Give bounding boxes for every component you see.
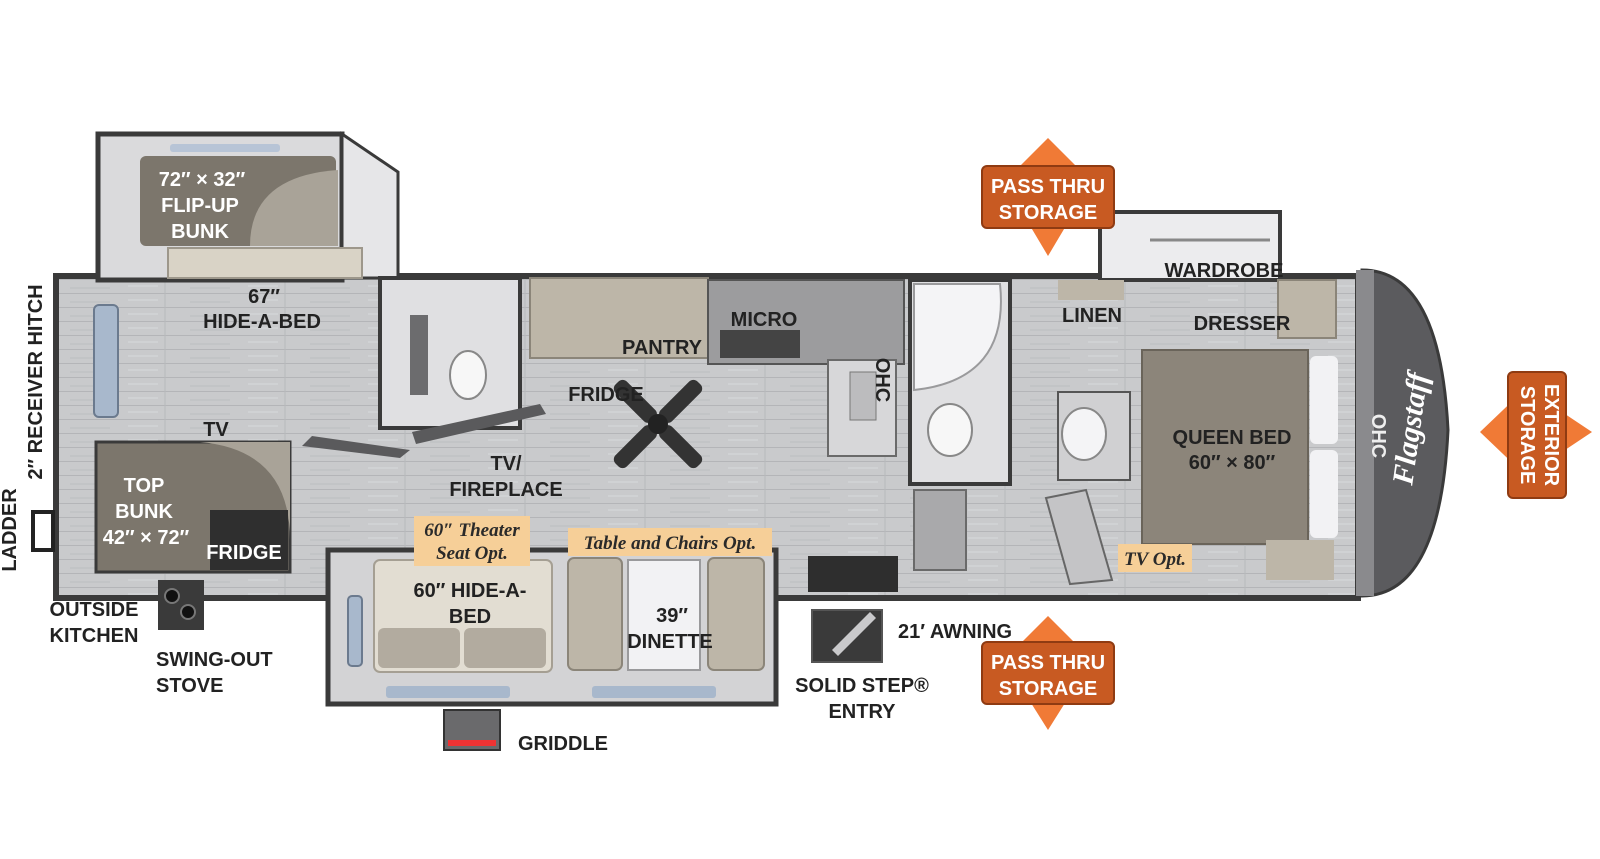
pillow-bottom — [1310, 450, 1338, 538]
slideout-window — [347, 595, 363, 667]
swing-out-stove — [158, 580, 204, 630]
dinette-bench-left — [567, 557, 623, 671]
top-bunk-curve — [200, 442, 290, 540]
theater-seat-label-2: Seat Opt. — [436, 543, 508, 564]
awning-label: 21′ AWNING — [898, 621, 1012, 643]
queen-bed-label-2: 60″ × 80″ — [1189, 452, 1276, 474]
linen-label: LINEN — [1062, 305, 1122, 327]
shower — [913, 283, 1002, 392]
hide-a-bed-60-label-1: 60″ HIDE-A- — [414, 580, 527, 602]
dinette-table — [627, 559, 701, 671]
bedroom-door — [1044, 488, 1114, 586]
entry — [808, 556, 898, 663]
front-toilet — [927, 403, 973, 457]
slideout-window-bottom-right — [592, 686, 716, 698]
pantry-label: PANTRY — [622, 337, 703, 359]
entry-step-box — [808, 556, 898, 592]
rear-toilet — [449, 350, 487, 400]
sofa-67 — [167, 247, 363, 279]
pass-thru-top-label-2: STORAGE — [999, 202, 1098, 224]
tv-option-box — [1118, 544, 1192, 572]
tv-fireplace-label-2: FIREPLACE — [449, 479, 562, 501]
bedroom — [1058, 210, 1338, 580]
linen-cabinet — [1058, 280, 1124, 300]
front-cap-shape — [1360, 268, 1450, 598]
dresser-label: DRESSER — [1194, 313, 1291, 335]
receiver-hitch-label: 2″ RECEIVER HITCH — [25, 284, 47, 479]
window-top — [170, 144, 280, 152]
living-slideout — [325, 547, 779, 751]
exterior-storage-label-1: EXTERIOR — [1540, 384, 1562, 487]
top-bunk-label-3: 42″ × 72″ — [103, 527, 190, 549]
queen-bed-label-1: QUEEN BED — [1173, 427, 1292, 449]
swing-out-stove-label-1: SWING-OUT — [156, 649, 273, 671]
sink — [1061, 407, 1107, 461]
pillow-top — [1310, 356, 1338, 444]
front-cap: Flagstaff — [1356, 268, 1450, 598]
dinette-label-2: DINETTE — [627, 631, 713, 653]
pass-thru-bottom-label-1: PASS THRU — [991, 652, 1105, 674]
wardrobe-label: WARDROBE — [1165, 260, 1284, 282]
ladder — [31, 510, 55, 552]
closet-door — [913, 489, 967, 571]
rear-bath — [378, 276, 522, 430]
bunk-curve — [250, 170, 338, 246]
pass-thru-top-label-1: PASS THRU — [991, 176, 1105, 198]
ceiling-fan — [613, 379, 703, 469]
exterior-storage-badge: EXTERIOR STORAGE — [1480, 371, 1592, 499]
nightstand — [1266, 540, 1334, 580]
range — [720, 330, 800, 358]
hide-a-bed-67-label-2: HIDE-A-BED — [203, 311, 321, 333]
wardrobe-slide — [1098, 210, 1282, 282]
tv-left-label: TV — [203, 419, 229, 441]
pass-thru-bottom-label-2: STORAGE — [999, 678, 1098, 700]
front-ohc-label: OHC — [1367, 414, 1389, 458]
hide-a-bed-60-label-2: BED — [449, 606, 491, 628]
tv-fireplace-wall — [302, 436, 410, 458]
outside-kitchen-label-2: KITCHEN — [50, 625, 139, 647]
theater-seat-label-1: 60″ Theater — [424, 520, 520, 541]
room-labels: 72″ × 32″ FLIP-UP BUNK 67″ HIDE-A-BED 2″… — [0, 169, 1389, 755]
top-bunk-label-1: TOP — [124, 475, 165, 497]
pantry-cabinet — [529, 277, 709, 359]
solid-step-label-2: ENTRY — [828, 701, 896, 723]
kitchen-fridge-label: FRIDGE — [568, 384, 644, 406]
tv-fireplace-label-1: TV/ — [490, 453, 522, 475]
top-bunk-label-2: BUNK — [115, 501, 173, 523]
flip-up-bunk-label-1: 72″ × 32″ — [159, 169, 246, 191]
dinette-bench-right — [707, 557, 765, 671]
kitchen — [302, 277, 905, 469]
outside-kitchen-label-1: OUTSIDE — [50, 599, 139, 621]
pass-thru-storage-bottom-badge: PASS THRU STORAGE — [981, 616, 1115, 730]
pass-thru-storage-top-badge: PASS THRU STORAGE — [981, 138, 1115, 256]
theater-seat-option-box — [414, 516, 530, 566]
kitchen-ohc-label: OHC — [871, 358, 893, 402]
front-bath — [908, 278, 1131, 586]
bunk-fridge — [210, 510, 288, 570]
slideout-window-bottom-left — [386, 686, 510, 698]
rear-window — [93, 304, 119, 418]
griddle-label: GRIDDLE — [518, 733, 608, 755]
hide-a-bed-67-label-1: 67″ — [248, 286, 280, 308]
dresser — [1277, 279, 1337, 339]
swing-out-stove-label-2: STOVE — [156, 675, 223, 697]
micro-label: MICRO — [731, 309, 798, 331]
ladder-label: LADDER — [0, 488, 21, 572]
dinette-label-1: 39″ — [656, 605, 688, 627]
solid-step-label-1: SOLID STEP® — [795, 675, 929, 697]
flip-up-bunk-label-3: BUNK — [171, 221, 229, 243]
table-chairs-option-box — [568, 528, 772, 556]
rear-bunk-area — [31, 131, 522, 630]
queen-bed — [1141, 349, 1309, 545]
flip-up-bunk-label-2: FLIP-UP — [161, 195, 239, 217]
bunk-fridge-label: FRIDGE — [206, 542, 282, 564]
exterior-storage-label-2: STORAGE — [1516, 386, 1538, 485]
tv-option-label: TV Opt. — [1124, 549, 1186, 570]
table-chairs-label: Table and Chairs Opt. — [584, 533, 756, 554]
